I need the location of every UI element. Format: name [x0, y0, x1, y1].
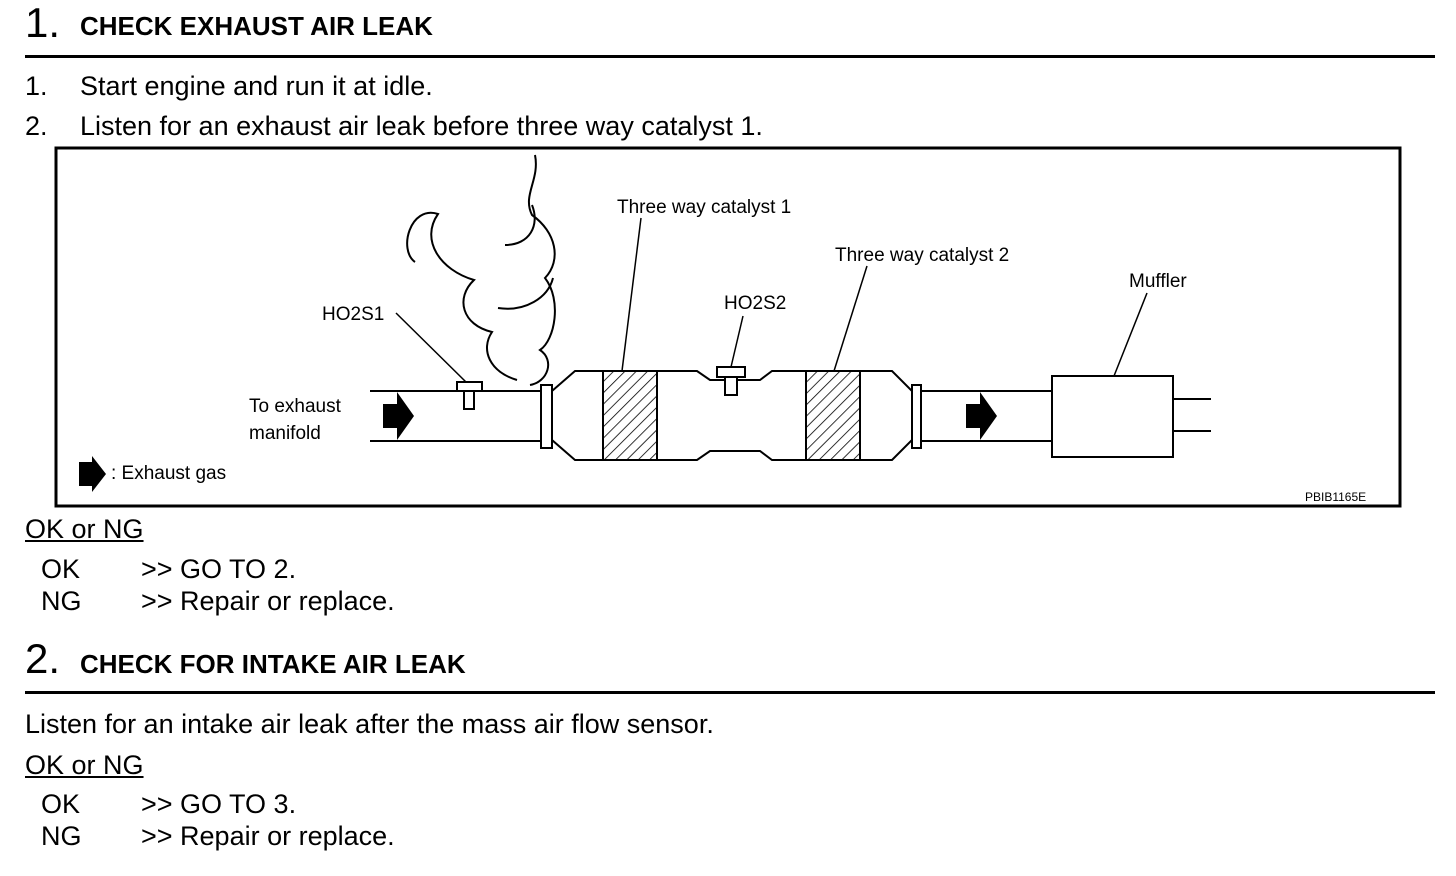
instruction-1-number: 1.: [25, 71, 48, 101]
label-to-exhaust: To exhaust: [249, 396, 342, 417]
label-ho2s1: HO2S1: [322, 304, 384, 325]
label-ho2s2: HO2S2: [724, 293, 786, 314]
label-catalyst2: Three way catalyst 2: [835, 245, 1009, 266]
step1-ok-action: >> GO TO 2.: [141, 554, 297, 584]
step1-divider: [25, 55, 1435, 58]
instruction-2-number: 2.: [25, 111, 48, 141]
catalyst2-core: [805, 370, 861, 461]
step2-ng-action: >> Repair or replace.: [141, 821, 395, 851]
outlet-flange: [911, 384, 922, 449]
step2-divider: [25, 691, 1435, 694]
step2-ok-status: OK: [41, 789, 81, 819]
label-catalyst1: Three way catalyst 1: [617, 197, 791, 218]
step1-ng-status: NG: [41, 586, 82, 616]
step2-result-heading: OK or NG: [25, 750, 144, 780]
diagram-frame: [54, 146, 1402, 508]
exhaust-flow-arrow-icon: [383, 392, 414, 440]
label-muffler: Muffler: [1129, 271, 1187, 292]
label-manifold: manifold: [249, 423, 321, 444]
step1-ng-action: >> Repair or replace.: [141, 586, 395, 616]
exhaust-smoke-icon: [406, 211, 518, 381]
legend-arrow-icon: [79, 456, 106, 492]
instruction-2-text: Listen for an exhaust air leak before th…: [80, 111, 763, 141]
diagram-code: PBIB1165E: [1305, 490, 1366, 504]
ho2s1-sensor-icon: [456, 381, 483, 392]
step1-title: CHECK EXHAUST AIR LEAK: [80, 11, 433, 41]
step1-number: 1.: [25, 0, 61, 46]
step1-result-heading: OK or NG: [25, 514, 144, 544]
step2-instruction: Listen for an intake air leak after the …: [25, 709, 714, 739]
catalyst1-core: [602, 370, 658, 461]
step2-ok-action: >> GO TO 3.: [141, 789, 297, 819]
exhaust-flow-arrow-icon: [966, 392, 997, 440]
step2-title: CHECK FOR INTAKE AIR LEAK: [80, 649, 466, 679]
instruction-1-text: Start engine and run it at idle.: [80, 71, 433, 101]
inlet-flange: [540, 384, 553, 449]
step1-ok-status: OK: [41, 554, 81, 584]
legend-text: : Exhaust gas: [111, 463, 226, 484]
step2-number: 2.: [25, 635, 61, 682]
muffler-body: [1051, 375, 1174, 458]
step2-ng-status: NG: [41, 821, 82, 851]
ho2s2-sensor-icon: [716, 366, 746, 378]
